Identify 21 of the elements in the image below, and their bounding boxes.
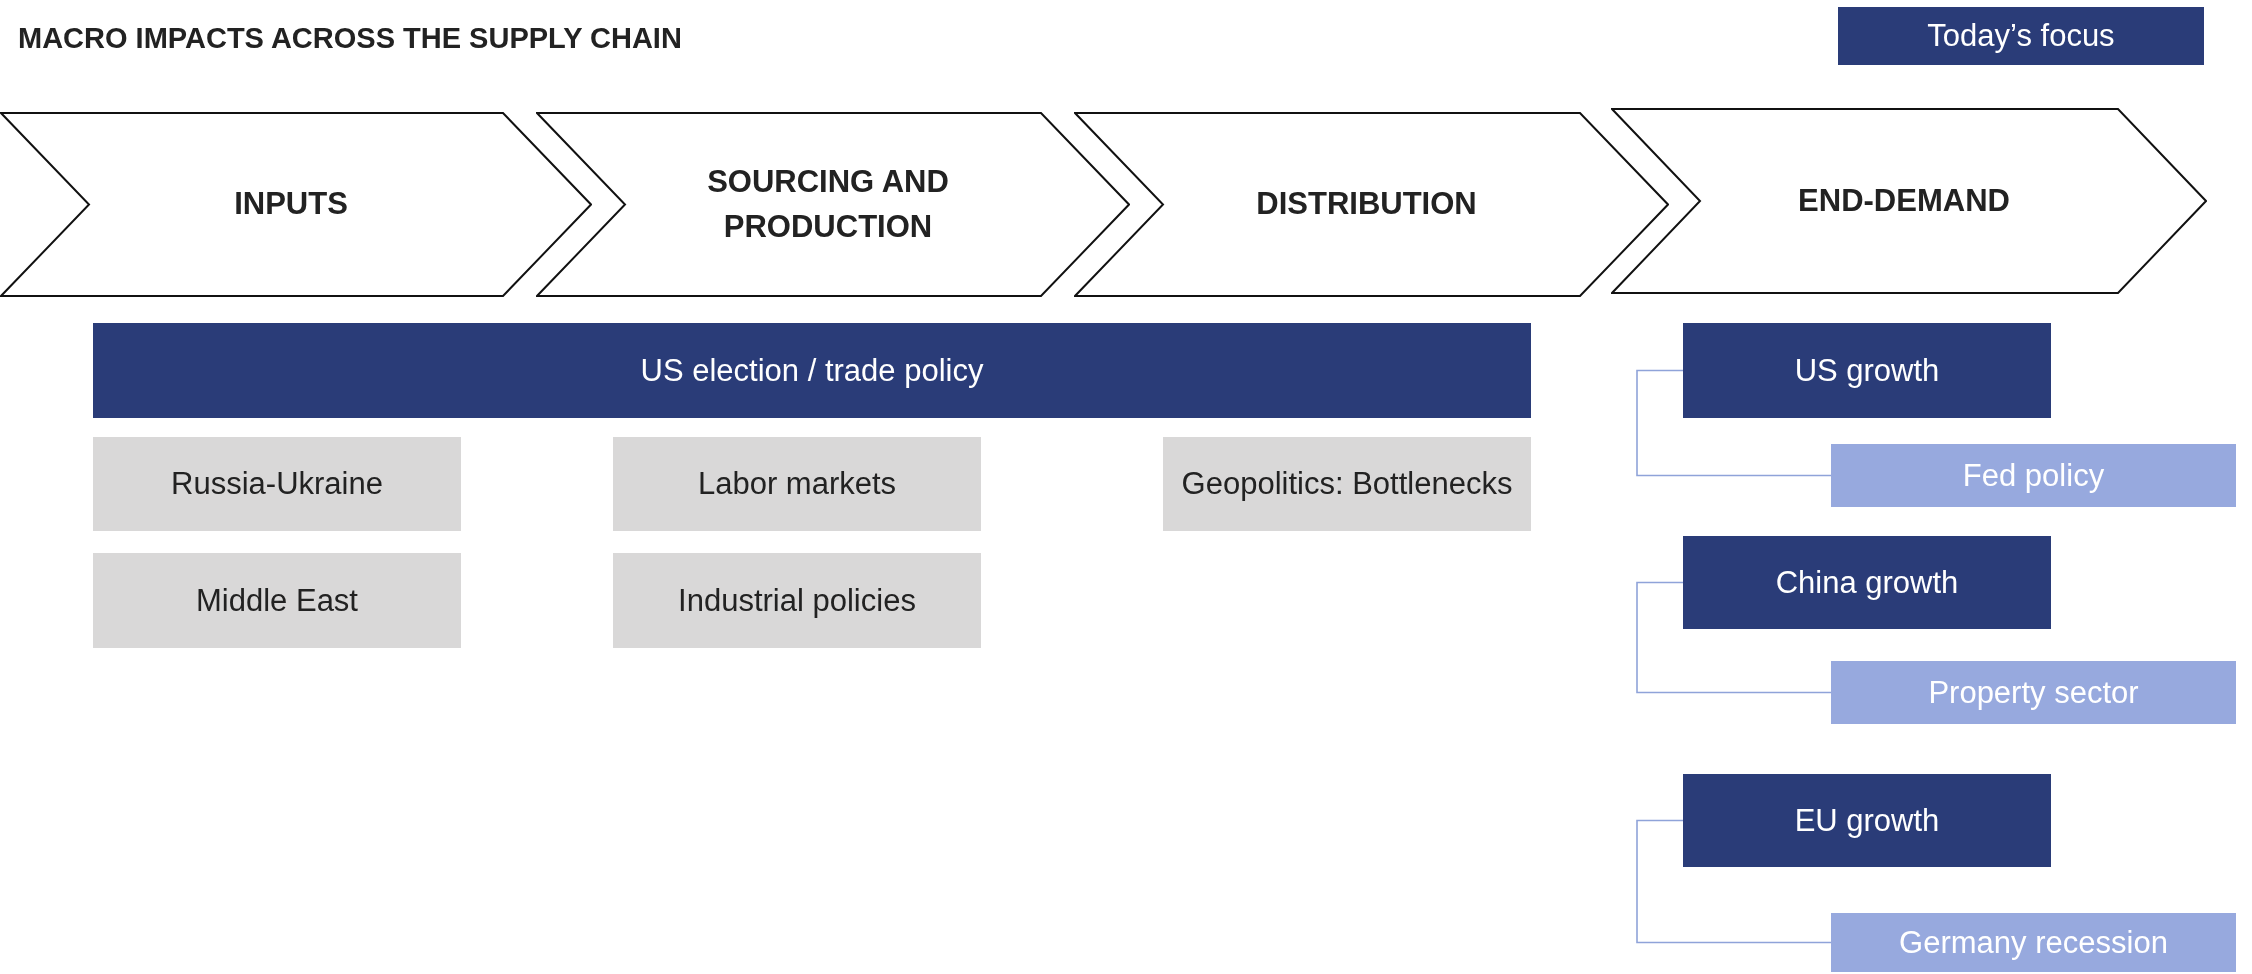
focus-box: US election / trade policy (93, 323, 1531, 418)
chevron-step: SOURCING AND PRODUCTION (536, 112, 1130, 297)
connector-line (1636, 369, 1832, 477)
chevron-step: DISTRIBUTION (1074, 112, 1669, 297)
connector-line (1636, 819, 1832, 944)
topic-box: Russia-Ukraine (93, 437, 461, 531)
focus-box: US growth (1683, 323, 2051, 418)
topic-box: Geopolitics: Bottlenecks (1163, 437, 1531, 531)
diagram-title: MACRO IMPACTS ACROSS THE SUPPLY CHAIN (18, 22, 682, 55)
focus-box: EU growth (1683, 774, 2051, 867)
chevron-step: INPUTS (0, 112, 592, 297)
sub-topic-box: Fed policy (1831, 444, 2236, 507)
sub-topic-box: Germany recession (1831, 913, 2236, 972)
chevron-step: END-DEMAND (1611, 108, 2207, 294)
topic-box: Industrial policies (613, 553, 981, 648)
focus-box: China growth (1683, 536, 2051, 629)
legend-swatch: Today’s focus (1838, 7, 2204, 65)
topic-box: Labor markets (613, 437, 981, 531)
sub-topic-box: Property sector (1831, 661, 2236, 724)
topic-box: Middle East (93, 553, 461, 648)
connector-line (1636, 581, 1832, 694)
